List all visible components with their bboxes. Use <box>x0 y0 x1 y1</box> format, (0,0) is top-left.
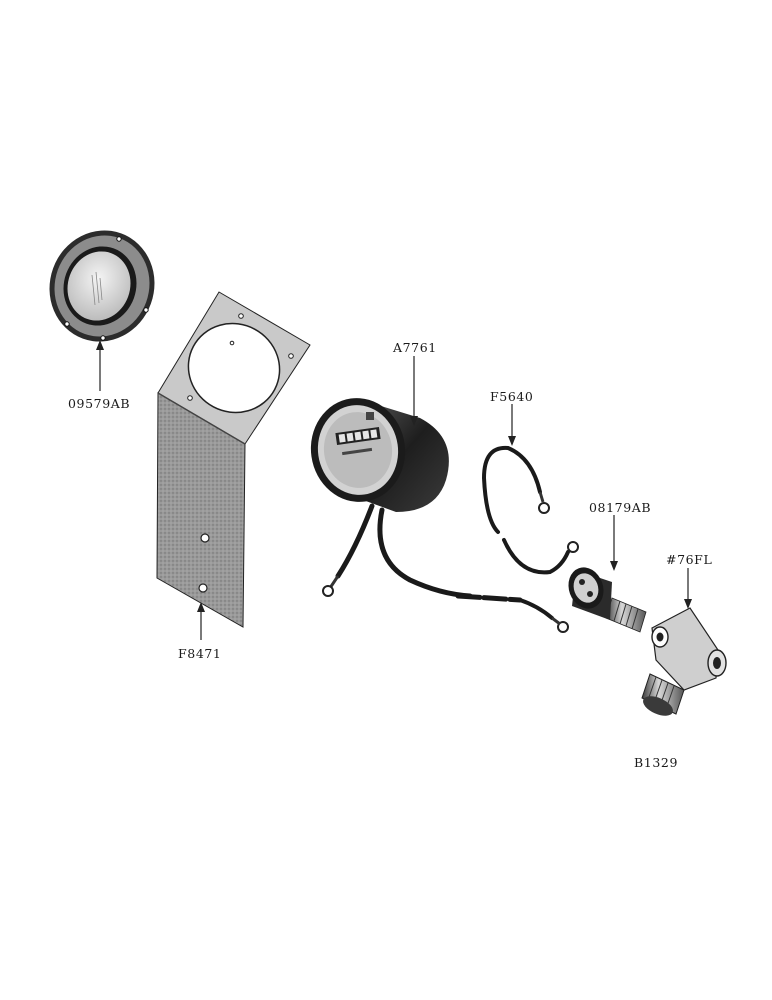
label-mounting-bracket: F8471 <box>178 646 222 661</box>
hour-meter <box>310 398 569 633</box>
label-hour-meter: A7761 <box>392 340 437 355</box>
bezel-ring <box>49 230 155 342</box>
mounting-bracket <box>156 291 311 628</box>
figure-id: B1329 <box>634 755 678 770</box>
wire-lead <box>481 445 579 575</box>
pressure-switch <box>568 567 647 633</box>
label-bezel-ring: 09579AB <box>68 396 130 411</box>
label-pressure-switch: 08179AB <box>589 500 651 515</box>
label-wire-lead: F5640 <box>490 389 534 404</box>
label-tee-fitting: #76FL <box>666 552 712 567</box>
leader-lines <box>96 340 692 640</box>
tee-fitting <box>641 607 727 716</box>
